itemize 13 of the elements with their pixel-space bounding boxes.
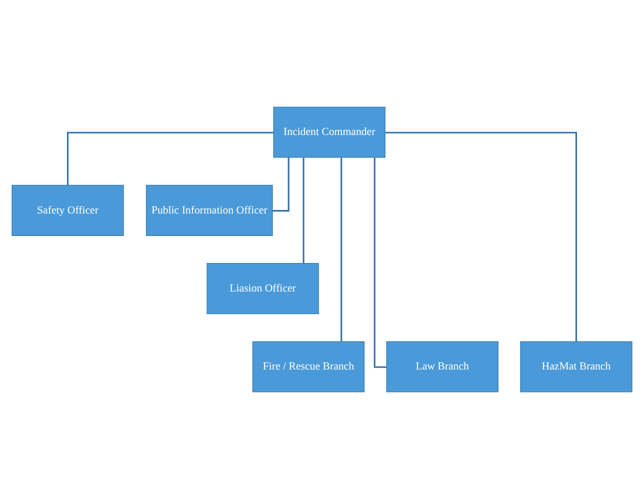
- node-box: Fire / Rescue Branch: [252, 341, 365, 392]
- node-box: Law Branch: [386, 341, 498, 392]
- node-box: Liasion Officer: [206, 263, 319, 314]
- connector: [340, 158, 342, 342]
- node-box: Incident Commander: [273, 106, 386, 158]
- node-box: Safety Officer: [12, 184, 124, 236]
- connector: [66, 132, 274, 186]
- connector: [272, 158, 290, 212]
- connector: [374, 158, 386, 368]
- node-box: Public Information Officer: [146, 184, 273, 236]
- connector: [302, 158, 304, 264]
- connector: [385, 132, 578, 342]
- node-box: HazMat Branch: [520, 341, 632, 392]
